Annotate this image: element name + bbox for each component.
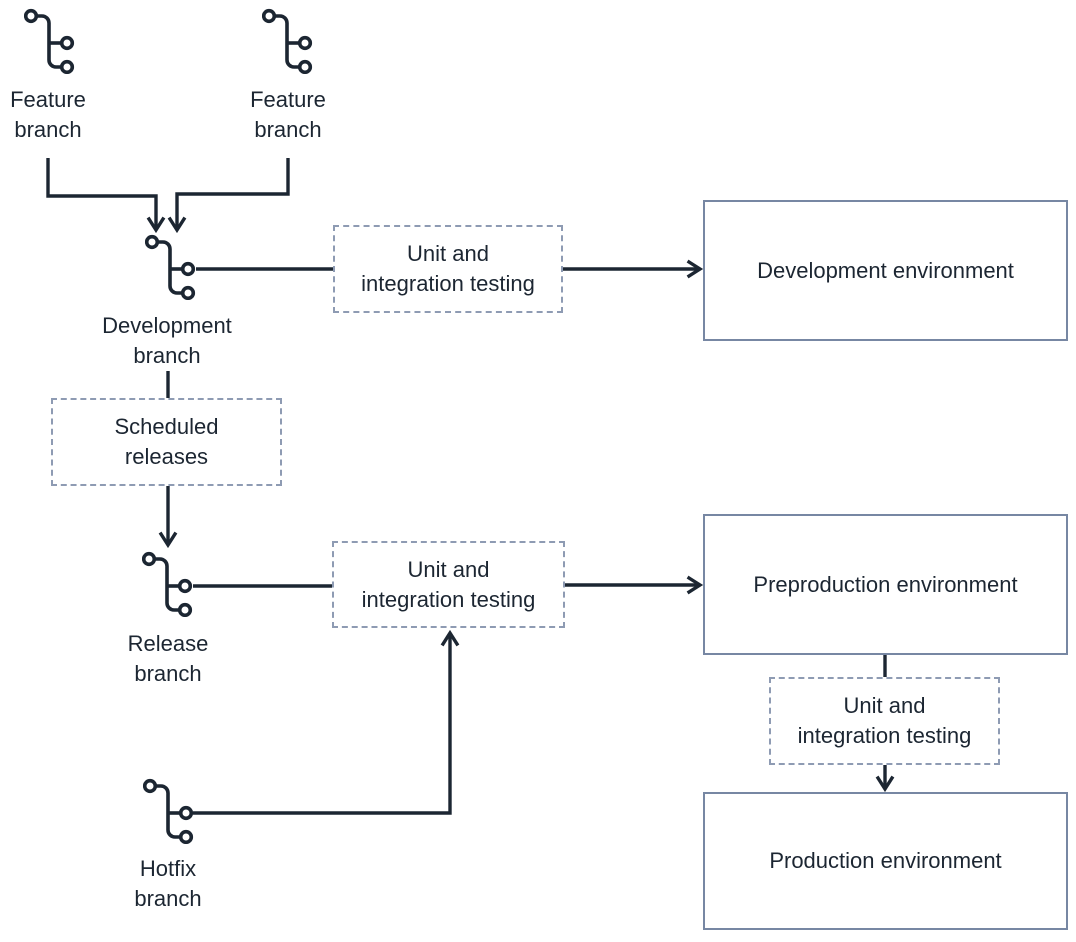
development-branch-label: Development branch [102, 313, 232, 368]
feature-branch-2-label: Feature branch [250, 87, 326, 142]
hotfix-branch-label: Hotfix branch [134, 856, 202, 911]
preproduction-environment-box: Preproduction environment [703, 514, 1068, 655]
unit-integration-testing-dev-box: Unit and integration testing [333, 225, 563, 313]
arrowhead-down-icon [167, 216, 187, 234]
preproduction-environment-label: Preproduction environment [753, 571, 1018, 597]
git-branch-icon [142, 551, 193, 617]
arrowhead-up-icon [440, 629, 460, 647]
arrowhead-right-icon [686, 259, 704, 279]
git-branch-icon [24, 8, 75, 74]
scheduled-releases-box: Scheduled releases [51, 398, 282, 486]
arrowhead-down-icon [875, 775, 895, 793]
unit-integration-testing-release-box: Unit and integration testing [332, 541, 565, 628]
arrowhead-down-icon [158, 531, 178, 549]
connector-hotfix-to-testing [193, 633, 452, 815]
unit-integration-testing-dev-label: Unit and integration testing [361, 241, 535, 296]
release-branch-label: Release branch [127, 631, 209, 686]
unit-integration-testing-prod-label: Unit and integration testing [797, 693, 972, 748]
arrowhead-right-icon [686, 575, 704, 595]
production-environment-label: Production environment [769, 848, 1002, 873]
development-environment-label: Development environment [757, 257, 1014, 283]
development-environment-box: Development environment [703, 200, 1068, 341]
git-branch-icon [143, 778, 194, 844]
production-environment-box: Production environment [703, 792, 1068, 930]
feature-branch-1-label: Feature branch [10, 87, 86, 142]
unit-integration-testing-prod-box: Unit and integration testing [769, 677, 1000, 765]
git-branch-icon [145, 234, 196, 300]
unit-integration-testing-release-label: Unit and integration testing [361, 556, 536, 612]
arrowhead-down-icon [146, 216, 166, 234]
scheduled-releases-label: Scheduled releases [114, 414, 219, 469]
git-branch-icon [262, 8, 313, 74]
connector-feature2-to-development [175, 158, 290, 230]
connector-feature1-to-development [46, 158, 158, 230]
